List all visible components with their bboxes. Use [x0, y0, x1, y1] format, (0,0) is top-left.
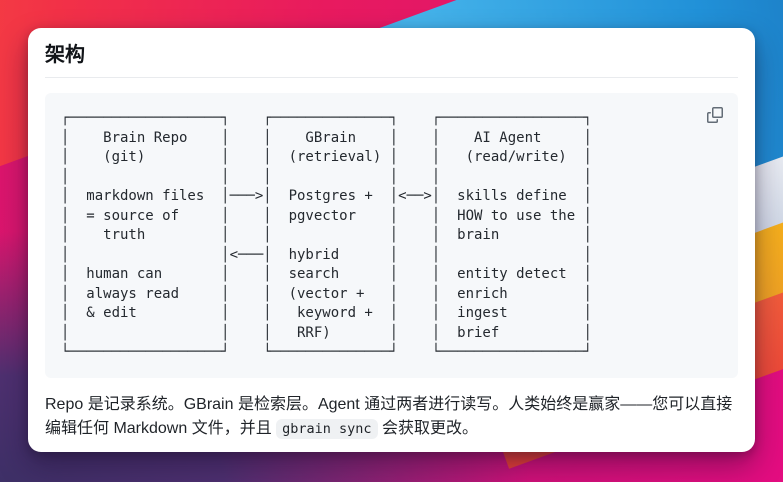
description-paragraph: Repo 是记录系统。GBrain 是检索层。Agent 通过两者进行读写。人类… [45, 393, 738, 441]
description-line1: Repo 是记录系统。GBrain 是检索层。Agent 通过两者进行读写。人类… [45, 396, 733, 413]
code-block: ┌──────────────────┐ ┌──────────────┐ ┌─… [45, 93, 738, 378]
ascii-architecture-diagram: ┌──────────────────┐ ┌──────────────┐ ┌─… [61, 110, 593, 360]
page-title: 架构 [45, 44, 85, 66]
title-divider [45, 77, 738, 78]
copy-button[interactable] [706, 106, 724, 124]
content-card: 架构 ┌──────────────────┐ ┌──────────────┐… [28, 28, 755, 452]
description-line2-before: 编辑任何 Markdown 文件，并且 [45, 420, 277, 437]
copy-icon [707, 107, 723, 123]
description-line2-after: 会获取更改。 [377, 420, 479, 437]
inline-code-gbrain-sync: gbrain sync [276, 419, 378, 439]
